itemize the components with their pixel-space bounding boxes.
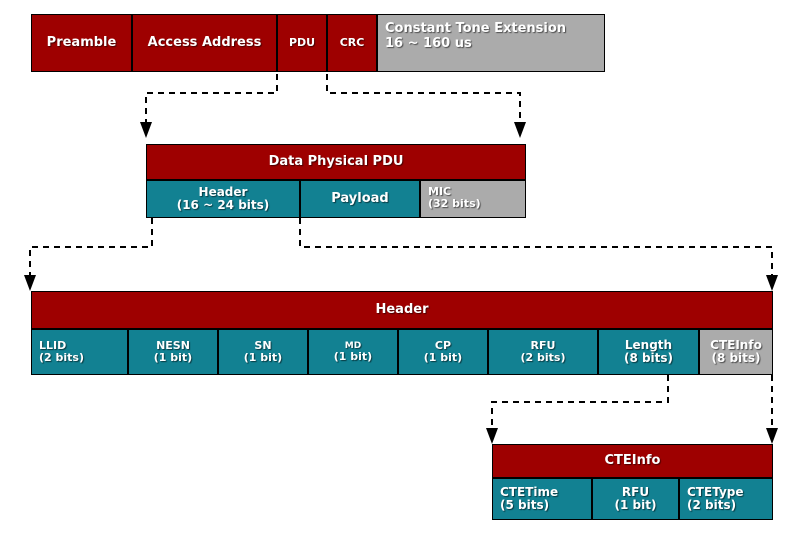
wire-header-left	[29, 218, 153, 275]
header-cell-rfu[interactable]: RFU (2 bits)	[488, 329, 598, 375]
pdu-cell-mic-sublabel: (32 bits)	[428, 197, 481, 211]
header-row-title-label: Header	[375, 301, 429, 317]
header-cell-cp[interactable]: CP (1 bit)	[398, 329, 488, 375]
packet-cell-preamble-label: Preamble	[46, 34, 117, 50]
packet-cell-access-address[interactable]: Access Address	[132, 14, 277, 72]
packet-cell-crc[interactable]: CRC	[327, 14, 377, 72]
wire-pdu-right	[326, 74, 521, 122]
packet-cell-cte-label: Constant Tone Extension	[385, 21, 567, 36]
cteinfo-cell-ctetype-sublabel: (2 bits)	[687, 498, 737, 512]
header-cell-sn-sublabel: (1 bit)	[243, 351, 283, 364]
packet-cell-access-address-label: Access Address	[147, 34, 262, 50]
header-cell-cp-label: CP	[434, 338, 452, 352]
header-cell-length-sublabel: (8 bits)	[623, 351, 674, 365]
pdu-cell-payload[interactable]: Payload	[300, 180, 420, 218]
header-cell-nesn-sublabel: (1 bit)	[153, 351, 193, 364]
cteinfo-row-title: CTEInfo	[492, 444, 773, 478]
wire-pdu-left	[145, 74, 278, 122]
header-cell-cteinfo-sublabel: (8 bits)	[711, 351, 761, 365]
header-cell-cp-sublabel: (1 bit)	[423, 351, 463, 364]
header-row-title: Header	[31, 291, 773, 329]
cteinfo-cell-ctetime[interactable]: CTETime (5 bits)	[492, 478, 592, 520]
header-cell-rfu-label: RFU	[530, 338, 556, 352]
cteinfo-cell-rfu-label: RFU	[621, 484, 650, 499]
cteinfo-row-title-label: CTEInfo	[604, 452, 661, 468]
header-cell-llid[interactable]: LLID (2 bits)	[31, 329, 128, 375]
header-cell-md-label: MD	[344, 340, 362, 351]
header-cell-length-label: Length	[624, 337, 673, 352]
pdu-cell-payload-label: Payload	[331, 190, 389, 206]
cteinfo-cell-ctetype[interactable]: CTEType (2 bits)	[679, 478, 773, 520]
packet-row: Preamble Access Address PDU CRC Constant…	[31, 14, 605, 72]
data-physical-pdu-title: Data Physical PDU	[146, 144, 526, 180]
packet-cell-crc-label: CRC	[339, 35, 365, 49]
header-cell-md-sublabel: (1 bit)	[333, 349, 373, 363]
packet-cell-cte[interactable]: Constant Tone Extension 16 ~ 160 us	[377, 14, 605, 72]
packet-cell-pdu-label: PDU	[288, 35, 316, 49]
data-physical-pdu-title-label: Data Physical PDU	[268, 153, 404, 169]
header-cell-llid-label: LLID	[39, 338, 67, 352]
wire-header-right	[299, 218, 773, 275]
packet-cell-cte-sublabel: 16 ~ 160 us	[385, 35, 472, 51]
header-cell-sn-label: SN	[254, 338, 272, 352]
cteinfo-row: CTEInfo CTETime (5 bits) RFU (1 bit) CTE…	[492, 444, 773, 520]
pdu-cell-header-sublabel: (16 ~ 24 bits)	[176, 198, 270, 212]
pdu-cell-header-label: Header	[198, 184, 248, 199]
pdu-cell-mic-label: MIC	[428, 185, 452, 198]
cteinfo-cell-ctetype-label: CTEType	[687, 484, 744, 499]
header-cell-cteinfo[interactable]: CTEInfo (8 bits)	[699, 329, 773, 375]
header-cell-sn[interactable]: SN (1 bit)	[218, 329, 308, 375]
header-cell-nesn[interactable]: NESN (1 bit)	[128, 329, 218, 375]
header-cell-cteinfo-label: CTEInfo	[710, 337, 762, 352]
cteinfo-cell-ctetime-label: CTETime	[500, 484, 559, 499]
cteinfo-cell-ctetime-sublabel: (5 bits)	[500, 498, 550, 512]
pdu-cell-mic[interactable]: MIC (32 bits)	[420, 180, 526, 218]
header-row: Header LLID (2 bits) NESN (1 bit) SN (1 …	[31, 291, 773, 375]
pdu-cell-header[interactable]: Header (16 ~ 24 bits)	[146, 180, 300, 218]
header-cell-llid-sublabel: (2 bits)	[39, 351, 84, 364]
header-cell-md[interactable]: MD (1 bit)	[308, 329, 398, 375]
packet-cell-preamble[interactable]: Preamble	[31, 14, 132, 72]
cteinfo-cell-rfu[interactable]: RFU (1 bit)	[592, 478, 679, 520]
packet-cell-pdu[interactable]: PDU	[277, 14, 327, 72]
header-cell-rfu-sublabel: (2 bits)	[520, 351, 566, 364]
wire-cteinfo-left	[491, 375, 669, 428]
header-cell-length[interactable]: Length (8 bits)	[598, 329, 699, 375]
cteinfo-cell-rfu-sublabel: (1 bit)	[614, 498, 657, 512]
header-cell-nesn-label: NESN	[156, 338, 190, 352]
data-physical-pdu-row: Data Physical PDU Header (16 ~ 24 bits) …	[146, 144, 526, 218]
